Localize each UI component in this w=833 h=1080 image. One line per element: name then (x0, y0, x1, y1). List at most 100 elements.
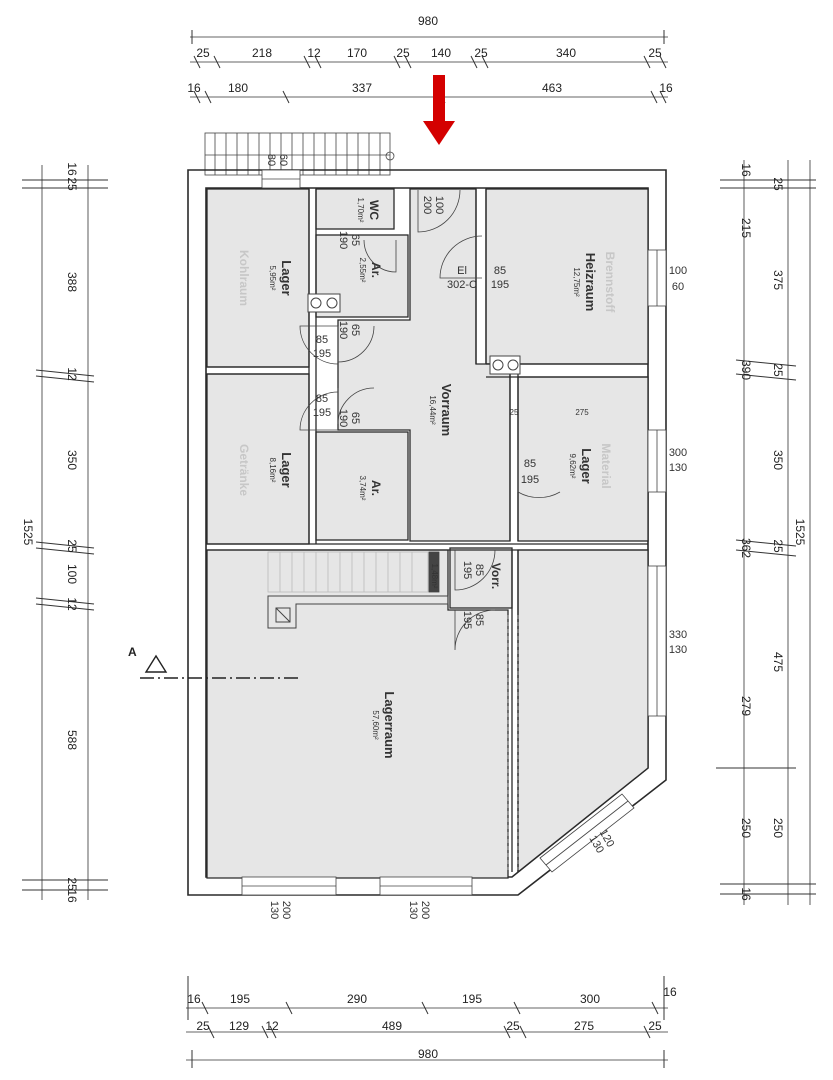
ar1-area: 2,55m² (358, 258, 367, 283)
entry-h: 200 (421, 196, 433, 214)
dim-ro-6: 250 (771, 818, 785, 838)
dim-t2-1: 180 (228, 81, 248, 95)
heiz-window-w: 100 (669, 265, 687, 277)
dim-l-7: 12 (65, 597, 79, 611)
vorraum-name: Vorraum (439, 384, 454, 437)
room-wc (315, 188, 395, 230)
dim-t1-6: 25 (474, 46, 488, 60)
lager3-area: 9,62m² (568, 454, 577, 479)
inner-25: 25 (510, 408, 519, 417)
dim-b1-0: 16 (187, 992, 201, 1006)
rooms (206, 188, 649, 879)
dim-l-3: 12 (65, 367, 79, 381)
dim-ro-1: 375 (771, 270, 785, 290)
dim-l-10: 16 (65, 889, 79, 903)
dim-t2-0: 16 (187, 81, 201, 95)
bottom-win2-h: 200 (419, 901, 431, 919)
dim-l-4: 350 (65, 450, 79, 470)
lagerraum-name: Lagerraum (382, 691, 397, 758)
entrance-arrow-icon (423, 75, 455, 145)
lager2-door-h: 195 (313, 407, 331, 419)
internal-stair (267, 551, 440, 593)
lagerraum-window-h: 130 (669, 644, 687, 656)
vorr-door2-w: 85 (473, 614, 485, 626)
lager1-name: Lager (279, 260, 294, 295)
heiz-door-h: 195 (491, 279, 509, 291)
dim-ri-3: 362 (739, 538, 753, 558)
dim-b1-1: 195 (230, 992, 250, 1006)
lager2-door-w: 85 (316, 393, 328, 405)
wc-door-h: 190 (337, 231, 349, 249)
dim-l-6: 100 (65, 564, 79, 584)
top-overall-dim: 980 (418, 14, 438, 28)
left-dimensions: 16 25 388 12 350 25 100 12 588 25 16 152… (21, 162, 108, 903)
dim-ri-2: 390 (739, 360, 753, 380)
dim-t1-7: 340 (556, 46, 576, 60)
dim-b1-4: 300 (580, 992, 600, 1006)
dim-b2-0: 25 (196, 1019, 210, 1033)
wc-door-w: 65 (349, 234, 361, 246)
dim-bottom-overall: 980 (418, 1047, 438, 1061)
dim-t2-2: 337 (352, 81, 372, 95)
flue-icon (307, 293, 521, 375)
top-win-w: 60 (277, 154, 289, 166)
lager2-area: 8,16m² (268, 458, 277, 483)
heizraum-name: Heizraum (583, 253, 598, 312)
vorr-area: 1,48m² (430, 564, 439, 589)
vorr-door1-h: 195 (461, 561, 473, 579)
lager2-name: Lager (279, 452, 294, 487)
ar2-door-h: 190 (337, 409, 349, 427)
dim-ro-2: 25 (771, 363, 785, 377)
vorr-door1-w: 85 (473, 564, 485, 576)
bottom-win1-h: 200 (280, 901, 292, 919)
ar2-door-w: 65 (349, 412, 361, 424)
dim-ri-0: 16 (739, 163, 753, 177)
section-triangle-icon (144, 654, 168, 673)
wc-area: 1,70m² (356, 198, 365, 223)
opening-labels: 100 200 El 302-C 85 195 65 190 65 190 85… (265, 154, 687, 919)
dim-l-8: 588 (65, 730, 79, 750)
dim-ri-4: 279 (739, 696, 753, 716)
room-lagerraum-right (517, 549, 649, 874)
doors (299, 189, 561, 651)
bottom-dimensions: 16 195 290 195 300 16 25 129 12 489 25 2… (186, 976, 677, 1068)
vorr-door2-h: 195 (461, 611, 473, 629)
heiz-door-el: El (457, 265, 467, 277)
dim-l-2: 388 (65, 272, 79, 292)
wc-name: WC (367, 200, 381, 220)
dim-t1-2: 12 (307, 46, 321, 60)
dim-b2-1: 129 (229, 1019, 249, 1033)
room-lager-2 (206, 373, 310, 545)
dim-ro-5: 475 (771, 652, 785, 672)
dim-b2-2: 12 (265, 1019, 279, 1033)
lager3-window-h: 130 (669, 462, 687, 474)
dim-t1-8: 25 (648, 46, 662, 60)
chimney-box (267, 595, 449, 629)
dim-right-overall: 1525 (793, 519, 807, 546)
lagerraum-dashed-lines (507, 615, 519, 870)
dim-t1-1: 218 (252, 46, 272, 60)
dim-ri-5: 250 (739, 818, 753, 838)
lager3-ghost: Material (599, 443, 613, 488)
ar1-door-w: 65 (349, 324, 361, 336)
heizraum-area: 12,75m² (572, 267, 581, 297)
room-heizraum (485, 188, 649, 365)
bottom-win2-w: 130 (407, 901, 419, 919)
dim-left-overall: 1525 (21, 519, 35, 546)
dim-b1-2: 290 (347, 992, 367, 1006)
ar1-name: Ar. (369, 262, 383, 278)
heiz-door-code: 302-C (447, 279, 477, 291)
dim-t2-3: 463 (542, 81, 562, 95)
dim-ri-6: 16 (739, 887, 753, 901)
heizraum-ghost: Brennstoff (603, 252, 617, 314)
top-dimensions: 980 25 218 12 170 25 140 25 340 25 16 18… (187, 14, 673, 104)
dim-b2-3: 489 (382, 1019, 402, 1033)
entry-w: 100 (433, 196, 445, 214)
room-vorr (449, 547, 513, 609)
ar2-area: 3,74m² (358, 476, 367, 501)
windows (241, 169, 667, 896)
heiz-door-w: 85 (494, 265, 506, 277)
lager3-door-w: 85 (524, 458, 536, 470)
right-dimensions: 16 215 390 362 279 250 16 25 375 25 350 … (716, 160, 816, 905)
